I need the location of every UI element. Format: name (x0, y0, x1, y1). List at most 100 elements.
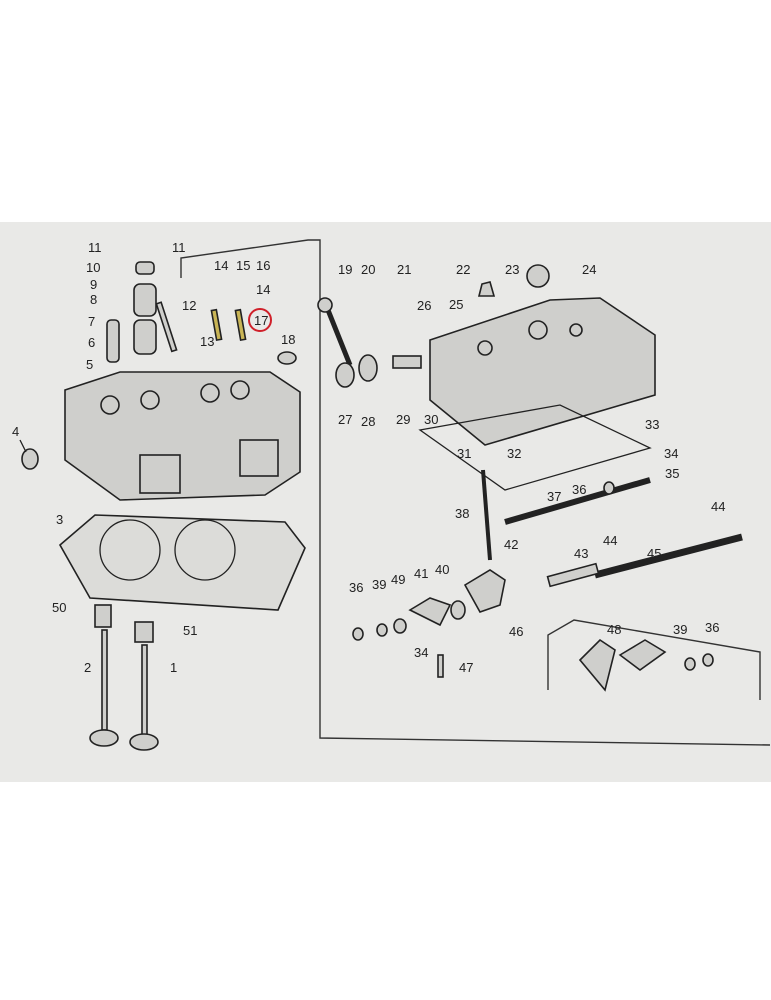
head-bore (200, 383, 220, 403)
part-label-3: 3 (56, 512, 63, 527)
part-label-38: 38 (455, 506, 469, 521)
screw-47 (437, 654, 444, 678)
shaft-45 (594, 533, 743, 579)
part-label-42: 42 (504, 537, 518, 552)
part-label-13: 13 (200, 334, 214, 349)
part-label-41: 41 (414, 566, 428, 581)
highlight-circle (248, 308, 272, 332)
part-label-47: 47 (459, 660, 473, 675)
part-label-31: 31 (457, 446, 471, 461)
part-label-33: 33 (645, 417, 659, 432)
frame-line (180, 239, 771, 746)
rocker-48b (618, 639, 667, 671)
head-port (239, 439, 279, 477)
spring-43 (546, 562, 600, 588)
diagram-sheet (0, 222, 771, 782)
part-label-36a: 36 (572, 482, 586, 497)
plate-29 (358, 354, 378, 382)
valve-spring-8 (133, 319, 157, 355)
valve-cover-24 (429, 297, 656, 446)
rod-38 (481, 469, 492, 561)
part-label-24: 24 (582, 262, 596, 277)
part-label-22: 22 (456, 262, 470, 277)
stud-17a (210, 308, 223, 342)
retainer-10 (135, 261, 155, 275)
head-bore (230, 380, 250, 400)
valve-spring-9 (133, 283, 157, 317)
part-label-9: 9 (90, 277, 97, 292)
cylinder-head (64, 371, 301, 501)
part-label-36b: 36 (349, 580, 363, 595)
valve-guide-51 (134, 621, 154, 643)
part-label-6: 6 (88, 335, 95, 350)
part-label-26: 26 (417, 298, 431, 313)
frame-line-right (547, 619, 761, 700)
part-label-11b: 11 (172, 240, 186, 255)
washer-36 (352, 627, 364, 641)
cover-boss (569, 323, 583, 337)
part-label-48: 48 (607, 622, 621, 637)
cover-boss (528, 320, 548, 340)
part-label-2: 2 (84, 660, 91, 675)
part-label-30: 30 (424, 412, 438, 427)
part-label-34a: 34 (664, 446, 678, 461)
part-label-44b: 44 (603, 533, 617, 548)
part-label-45: 45 (647, 546, 661, 561)
rocker-48a (578, 638, 616, 692)
part-label-15: 15 (236, 258, 250, 273)
part-label-32: 32 (507, 446, 521, 461)
rocker-46 (463, 569, 506, 613)
head-bore (140, 390, 160, 410)
filler-cap-23 (526, 264, 550, 288)
part-label-25: 25 (449, 297, 463, 312)
part-label-12: 12 (182, 298, 196, 313)
part-label-43: 43 (574, 546, 588, 561)
part-label-4: 4 (12, 424, 19, 439)
part-label-28: 28 (361, 414, 375, 429)
part-label-16: 16 (256, 258, 270, 273)
tube-6 (106, 319, 120, 363)
lever-hub (335, 362, 355, 388)
bushing-49 (393, 618, 407, 634)
shaft-37 (504, 477, 651, 525)
bushing-40 (450, 600, 466, 620)
lever-knob (317, 297, 333, 313)
valve-2 (101, 629, 108, 731)
part-label-36c: 36 (705, 620, 719, 635)
head-gasket (58, 514, 306, 611)
part-label-14b: 14 (256, 282, 270, 297)
part-label-37: 37 (547, 489, 561, 504)
part-label-11a: 11 (88, 240, 102, 255)
gasket-bore (174, 519, 236, 581)
part-label-1: 1 (170, 660, 177, 675)
part-label-5: 5 (86, 357, 93, 372)
part-label-51: 51 (183, 623, 197, 638)
part-label-27: 27 (338, 412, 352, 427)
leader (19, 439, 27, 453)
valve-1 (141, 644, 148, 736)
plug-part-4 (21, 448, 39, 470)
part-label-39b: 39 (673, 622, 687, 637)
part-label-10: 10 (86, 260, 100, 275)
cover-gasket-33 (418, 404, 652, 491)
valve-26 (392, 355, 422, 369)
head-bore (100, 395, 120, 415)
head-port (139, 454, 181, 494)
washer-39 (684, 657, 696, 671)
part-label-50: 50 (52, 600, 66, 615)
plug-18 (277, 351, 297, 365)
part-label-49: 49 (391, 572, 405, 587)
cover-boss (477, 340, 493, 356)
part-label-29: 29 (396, 412, 410, 427)
part-label-14a: 14 (214, 258, 228, 273)
valve-head-2 (89, 729, 119, 747)
lever-27 (323, 304, 353, 366)
breather-22 (477, 281, 496, 297)
gasket-bore (99, 519, 161, 581)
part-label-39a: 39 (372, 577, 386, 592)
part-label-19: 19 (338, 262, 352, 277)
washer-36 (603, 481, 615, 495)
valve-head-1 (129, 733, 159, 751)
